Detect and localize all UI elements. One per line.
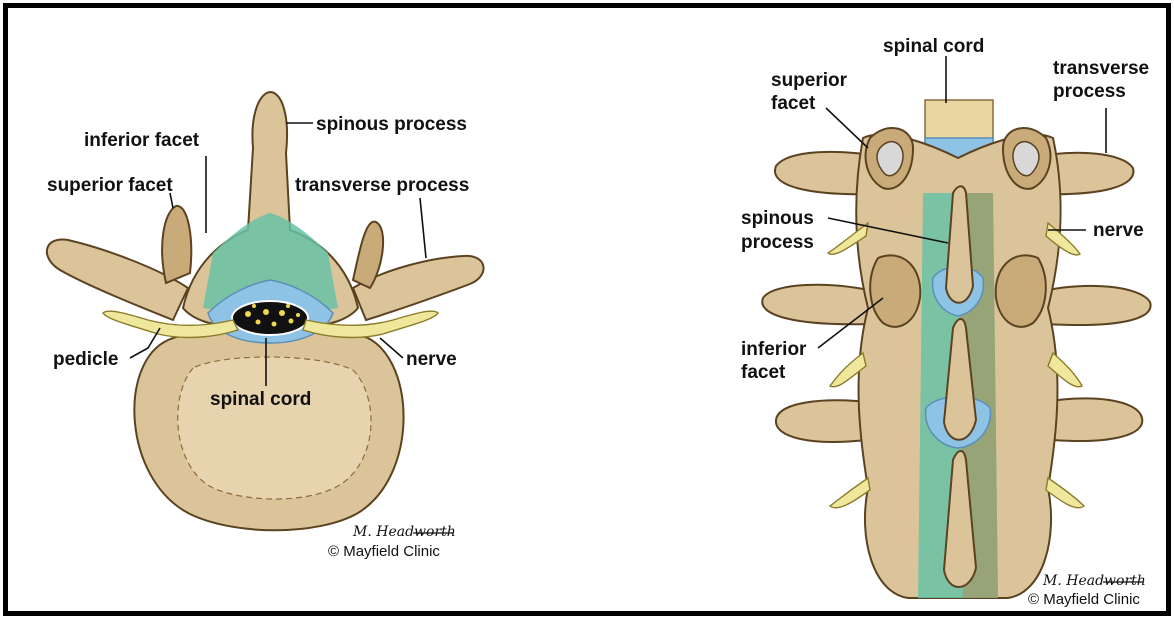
label-transverse-process-right-line2: process <box>1053 81 1126 102</box>
label-superior-facet-right-line2: facet <box>771 93 816 114</box>
copyright-mayfield-right: © Mayfield Clinic <box>1028 591 1140 608</box>
label-spinous-process-right-line1: spinous <box>741 208 814 229</box>
label-nerve-right: nerve <box>1093 220 1144 241</box>
left-vertebra-top-view <box>47 92 484 530</box>
inferior-facet-right <box>996 255 1046 326</box>
copyright-mayfield: © Mayfield Clinic <box>328 543 440 560</box>
artist-signature: M. Headworth <box>352 524 456 540</box>
vertebral-body-endplate <box>178 357 371 499</box>
label-pedicle: pedicle <box>53 349 118 370</box>
vertebra-illustration: spinous process inferior facet superior … <box>8 8 1166 611</box>
left-superior-facet <box>162 206 191 283</box>
label-transverse-process: transverse process <box>295 175 469 196</box>
label-inferior-facet: inferior facet <box>84 130 200 151</box>
label-spinous-process: spinous process <box>316 114 467 135</box>
label-spinous-process-right-line2: process <box>741 232 814 253</box>
label-spinal-cord-right: spinal cord <box>883 36 984 57</box>
artist-signature-right: M. Headworth <box>1042 573 1146 589</box>
label-inferior-facet-right-line1: inferior <box>741 339 807 360</box>
right-spine-posterior-view <box>762 100 1150 598</box>
label-superior-facet-right-line1: superior <box>771 70 848 91</box>
label-transverse-process-right-line1: transverse <box>1053 58 1149 79</box>
spinal-cord-cross-section <box>232 301 308 335</box>
diagram-frame: spinous process inferior facet superior … <box>3 3 1171 616</box>
label-spinal-cord: spinal cord <box>210 389 311 410</box>
label-nerve: nerve <box>406 349 457 370</box>
label-inferior-facet-right-line2: facet <box>741 362 786 383</box>
inferior-facet-left <box>870 255 920 326</box>
label-superior-facet: superior facet <box>47 175 173 196</box>
